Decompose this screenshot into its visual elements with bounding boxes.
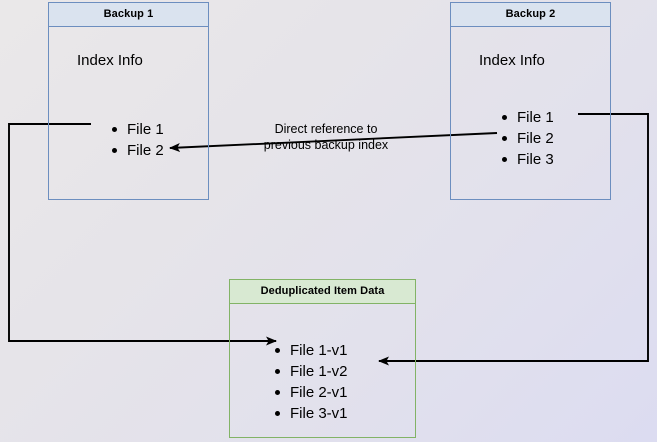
list-item: File 1 <box>501 107 554 128</box>
backup1-file-list: File 1 File 2 <box>111 119 164 161</box>
node-backup2-body: Index Info File 1 File 2 File 3 <box>451 27 610 200</box>
list-item: File 2 <box>111 140 164 161</box>
list-item: File 3 <box>501 149 554 170</box>
node-backup1-title: Backup 1 <box>49 3 208 27</box>
list-item: File 2 <box>501 128 554 149</box>
node-deduplicated-item-data[interactable]: Deduplicated Item Data File 1-v1 File 1-… <box>229 279 416 438</box>
edge-label-direct-reference: Direct reference to previous backup inde… <box>248 121 404 153</box>
node-dedup-title: Deduplicated Item Data <box>230 280 415 304</box>
node-backup2-title: Backup 2 <box>451 3 610 27</box>
list-item: File 2-v1 <box>274 382 348 403</box>
dedup-file-list: File 1-v1 File 1-v2 File 2-v1 File 3-v1 <box>274 340 348 424</box>
node-backup1[interactable]: Backup 1 Index Info File 1 File 2 <box>48 2 209 200</box>
list-item: File 1-v1 <box>274 340 348 361</box>
node-backup2[interactable]: Backup 2 Index Info File 1 File 2 File 3 <box>450 2 611 200</box>
list-item: File 1-v2 <box>274 361 348 382</box>
node-dedup-body: File 1-v1 File 1-v2 File 2-v1 File 3-v1 <box>230 304 415 438</box>
list-item: File 1 <box>111 119 164 140</box>
edge-label-line-1: Direct reference to <box>274 122 378 136</box>
backup1-index-info-label: Index Info <box>77 52 143 69</box>
node-backup1-body: Index Info File 1 File 2 <box>49 27 208 200</box>
list-item: File 3-v1 <box>274 403 348 424</box>
backup2-file-list: File 1 File 2 File 3 <box>501 107 554 170</box>
edge-label-line-2: previous backup index <box>263 138 389 152</box>
backup2-index-info-label: Index Info <box>479 52 545 69</box>
